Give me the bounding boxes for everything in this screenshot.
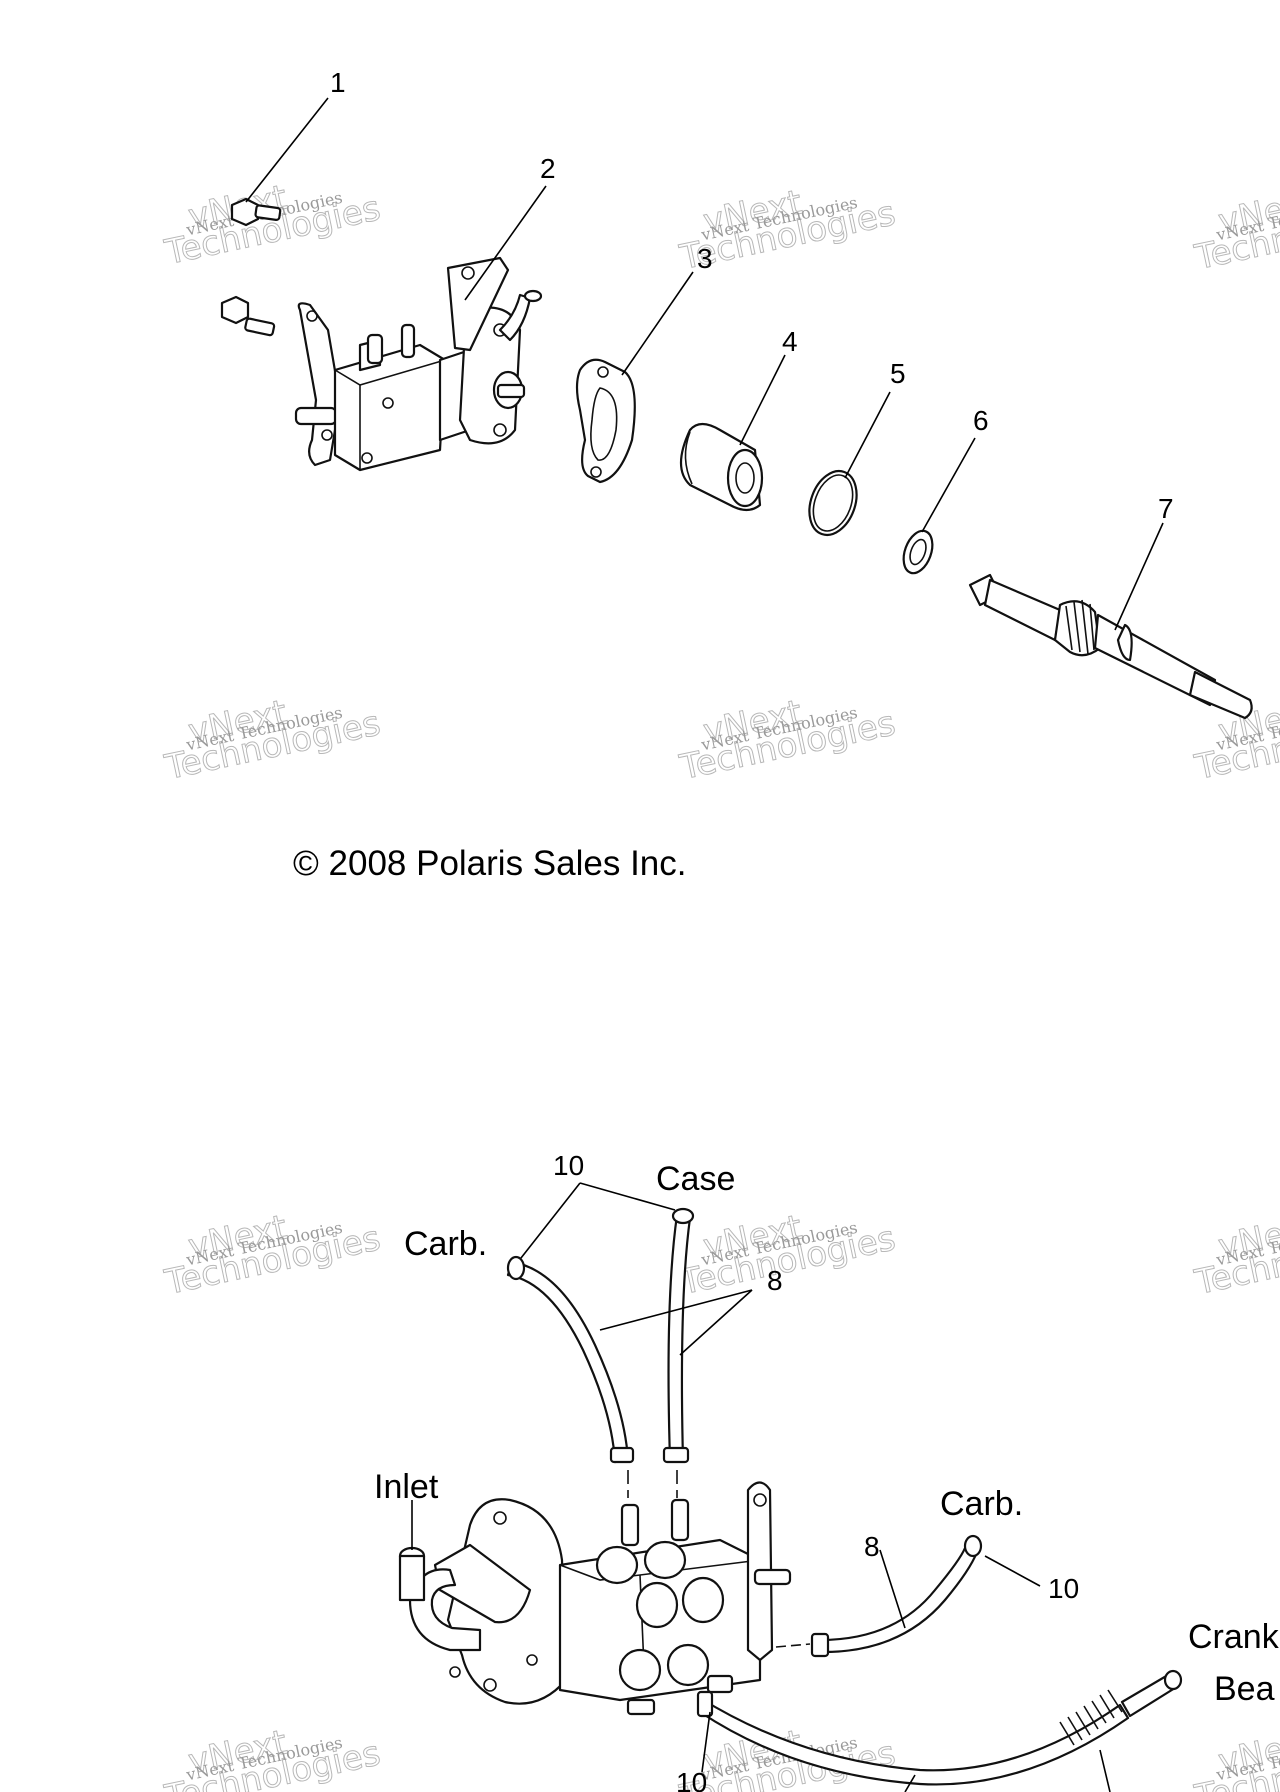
leader-5 — [844, 391, 891, 479]
callout-8-top: 8 — [767, 1265, 783, 1296]
leader-7 — [1114, 522, 1164, 631]
leader-1 — [245, 97, 329, 203]
hose-case — [662, 1207, 695, 1464]
callout-6: 6 — [973, 405, 989, 436]
callout-8-right: 8 — [864, 1531, 880, 1562]
leader-6 — [921, 437, 976, 533]
callout-10-top: 10 — [553, 1150, 584, 1181]
label-carb-left: Carb. — [404, 1225, 487, 1263]
label-carb-right: Carb. — [940, 1485, 1023, 1523]
watermark: Technologies vNext vNext Technologies — [160, 1722, 384, 1792]
label-case: Case — [656, 1160, 735, 1198]
watermark: Technologies vNext vNext Technologies — [675, 692, 899, 789]
label-bea-partial: Bea — [1214, 1670, 1275, 1708]
hose-carb-right — [775, 1534, 983, 1658]
part-1-bolt — [230, 197, 282, 227]
callout-10-bottom: 10 — [676, 1767, 707, 1792]
watermark: Technologies vNext vNext Technologies — [1190, 1207, 1280, 1304]
callout-4: 4 — [782, 326, 798, 357]
callout-1: 1 — [330, 67, 346, 98]
hose-carb-left — [506, 1255, 635, 1464]
watermark: Technologies vNext vNext Technologies — [1190, 1722, 1280, 1792]
watermark: Technologies vNext vNext Technologies — [675, 1207, 899, 1304]
leader-3 — [621, 271, 694, 376]
part-1-bolt-second — [220, 295, 276, 337]
part-6-washer — [902, 529, 934, 575]
callout-3: 3 — [697, 243, 713, 274]
copyright-text: © 2008 Polaris Sales Inc. — [293, 844, 687, 883]
callout-5: 5 — [890, 358, 906, 389]
label-inlet: Inlet — [374, 1468, 439, 1506]
watermark: Technologies vNext vNext Technologies — [160, 692, 384, 789]
pump-assembled — [398, 1481, 792, 1716]
callout-10-right: 10 — [1048, 1573, 1079, 1604]
leader-2 — [464, 185, 547, 301]
hose-crank-bearing — [696, 1669, 1183, 1786]
part-7-drive-shaft — [968, 573, 1253, 720]
watermark: Technologies vNext vNext Technologies — [160, 1207, 384, 1304]
leader-4 — [739, 354, 786, 446]
part-4-sleeve — [679, 422, 764, 512]
watermark: Technologies vNext vNext Technologies — [675, 182, 899, 279]
callout-2: 2 — [540, 153, 556, 184]
part-2-oil-pump — [294, 256, 543, 472]
watermark: Technologies vNext vNext Technologies — [1190, 182, 1280, 279]
label-crank-partial: Crank — [1188, 1618, 1280, 1656]
part-3-gasket — [575, 358, 636, 484]
callout-7: 7 — [1158, 493, 1174, 524]
